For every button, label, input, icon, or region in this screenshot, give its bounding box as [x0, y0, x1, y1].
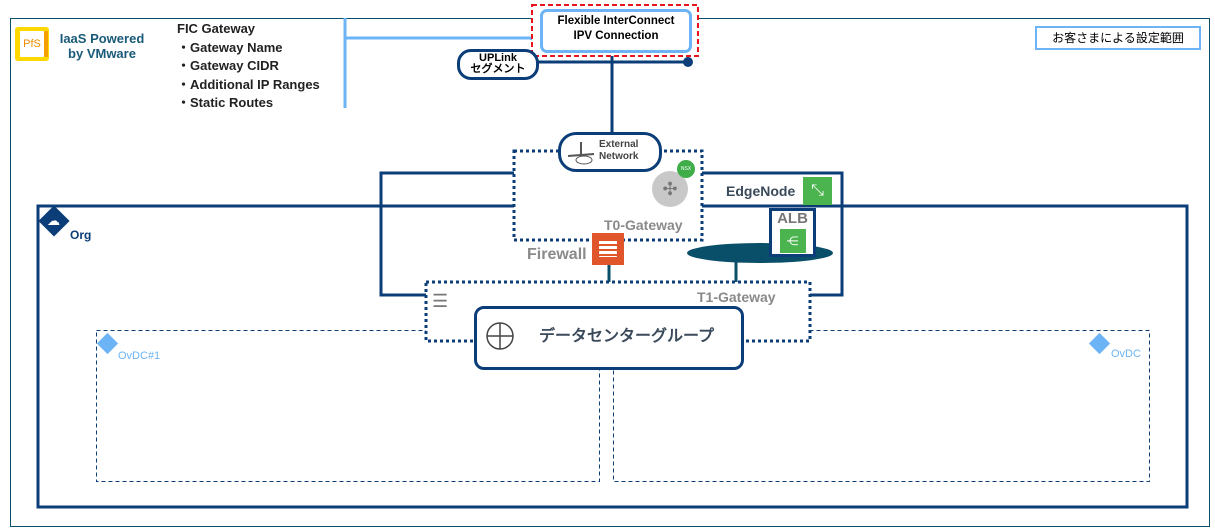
- datacenter-group[interactable]: データセンターグループ: [474, 306, 744, 370]
- edgenode-label: EdgeNode: [726, 183, 796, 199]
- edge-frame-right: [702, 171, 844, 297]
- alb-label: ALB: [777, 210, 808, 227]
- uplink-segment[interactable]: UPLink セグメント: [457, 49, 539, 80]
- fic-connection-line2: IPV Connection: [573, 30, 659, 42]
- pfs-logo: PfS: [15, 27, 49, 61]
- external-network-label: External Network: [599, 139, 638, 163]
- uplink-endpoint: [683, 57, 693, 67]
- uplink-line1: UPLink: [479, 52, 517, 64]
- fic-connection-box[interactable]: Flexible InterConnect IPV Connection: [540, 9, 692, 53]
- fic-gateway-title: FIC Gateway: [177, 21, 256, 36]
- t1-gateway-label: T1-Gateway: [697, 289, 776, 305]
- nsx-badge-icon: NSX: [677, 160, 695, 178]
- ovdc1-label: OvDC#1: [118, 350, 161, 362]
- gateway-icon: ☰: [432, 291, 449, 311]
- fic-item: ・Gateway Name: [177, 39, 283, 55]
- datacenter-group-label: データセンターグループ: [539, 328, 715, 345]
- external-network-line1: External: [599, 139, 639, 150]
- external-network-line2: Network: [599, 151, 639, 162]
- fic-item: ・Static Routes: [177, 95, 274, 110]
- fic-item: ・Gateway CIDR: [177, 58, 279, 73]
- firewall-label: Firewall: [527, 246, 587, 263]
- fic-item: ・Additional IP Ranges: [177, 76, 320, 92]
- cloud-glyph-icon: ☁: [47, 213, 60, 228]
- network-icon: [567, 142, 595, 165]
- pfs-logo-text: PfS: [20, 31, 48, 57]
- scope-label: お客さまによる設定範囲: [1035, 26, 1201, 50]
- fic-connection-line1: Flexible InterConnect: [557, 15, 675, 27]
- fic-gateway-settings: FIC Gateway ・Gateway Name ・Gateway CIDR …: [177, 20, 320, 113]
- t0-gateway-label: T0-Gateway: [604, 217, 683, 233]
- product-line2: by VMware: [68, 46, 136, 61]
- fic-connector-line: [345, 36, 546, 47]
- org-label: Org: [70, 228, 92, 242]
- edge-frame-left: [379, 171, 514, 297]
- datacenter-group-icon: [486, 322, 514, 350]
- ovdc2-label: OvDC: [1111, 348, 1141, 360]
- router-icon: ✣: [652, 171, 688, 207]
- uplink-line2: セグメント: [470, 63, 526, 75]
- product-name: IaaS Powered by VMware: [52, 31, 152, 61]
- external-network[interactable]: External Network: [558, 132, 662, 172]
- load-balancer-icon: ⋲: [779, 229, 806, 253]
- firewall-icon: [592, 233, 624, 265]
- alb-box[interactable]: ALB ⋲: [769, 208, 816, 257]
- edgenode-icon: ⤡: [803, 177, 832, 205]
- product-line1: IaaS Powered: [59, 31, 145, 46]
